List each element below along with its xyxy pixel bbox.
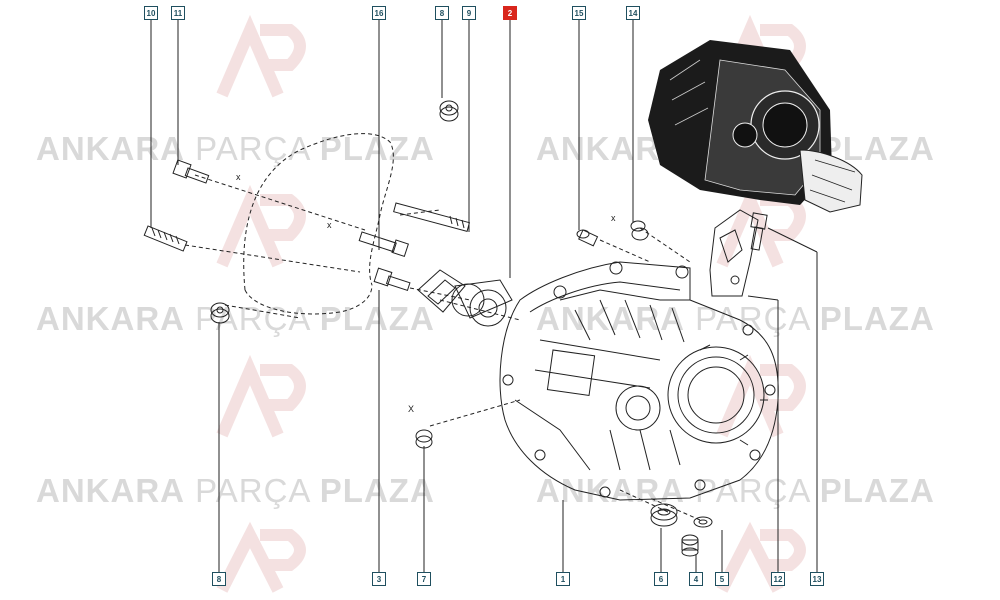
watermark-logo-icon [216,184,306,268]
gearbox-housing-1 [499,261,779,501]
callout-10: 10 [144,6,158,20]
callout-12: 12 [771,572,785,586]
callout-2-highlighted: 2 [503,6,517,20]
callout-11: 11 [171,6,185,20]
callout-1: 1 [556,572,570,586]
callout-9: 9 [462,6,476,20]
bracket-12 [709,209,759,297]
watermark-logo-icon [716,521,806,593]
nut-8-top [439,100,459,122]
callout-14: 14 [626,6,640,20]
release-bearing-guide [417,269,513,327]
plug-15 [576,229,599,247]
callout-16: 16 [372,6,386,20]
callout-13: 13 [810,572,824,586]
stud-bolt-10 [143,225,188,252]
watermark-text: ANKARA PARÇA PLAZA [36,300,435,337]
watermark-logo-icon [216,354,306,438]
callout-3: 3 [372,572,386,586]
seal-6 [650,503,678,527]
plug-4 [681,534,699,557]
callout-5: 5 [715,572,729,586]
watermark-text: ANKARA PARÇA PLAZA [536,472,935,509]
watermark-logo-icon [216,14,306,98]
stud-bolt-9 [393,202,471,232]
leader-lines [150,20,818,572]
watermark-logo-icon [216,521,306,593]
nut-8-bottom [210,302,230,324]
callout-4: 4 [689,572,703,586]
assembly-dashed-lines [184,133,701,521]
callout-8-bottom: 8 [212,572,226,586]
nut-14 [630,220,649,241]
bolt-11 [172,159,210,184]
x-mark: x [236,172,241,182]
callout-7: 7 [417,572,431,586]
bolt-13 [750,212,768,251]
callout-8-top: 8 [435,6,449,20]
bolt-16 [358,231,409,258]
watermark-text: ANKARA PARÇA PLAZA [36,472,435,509]
watermark-logo-icon [716,354,806,438]
assembled-gearbox-inset [648,40,863,213]
x-mark: X [408,404,415,414]
washer-5 [693,516,713,528]
x-mark: x [611,213,616,223]
callout-6: 6 [654,572,668,586]
x-mark: x [327,220,332,230]
callout-15: 15 [572,6,586,20]
bolt-3 [373,267,411,292]
watermark-text: ANKARA PARÇA PLAZA [36,130,435,167]
nut-7 [415,429,433,449]
